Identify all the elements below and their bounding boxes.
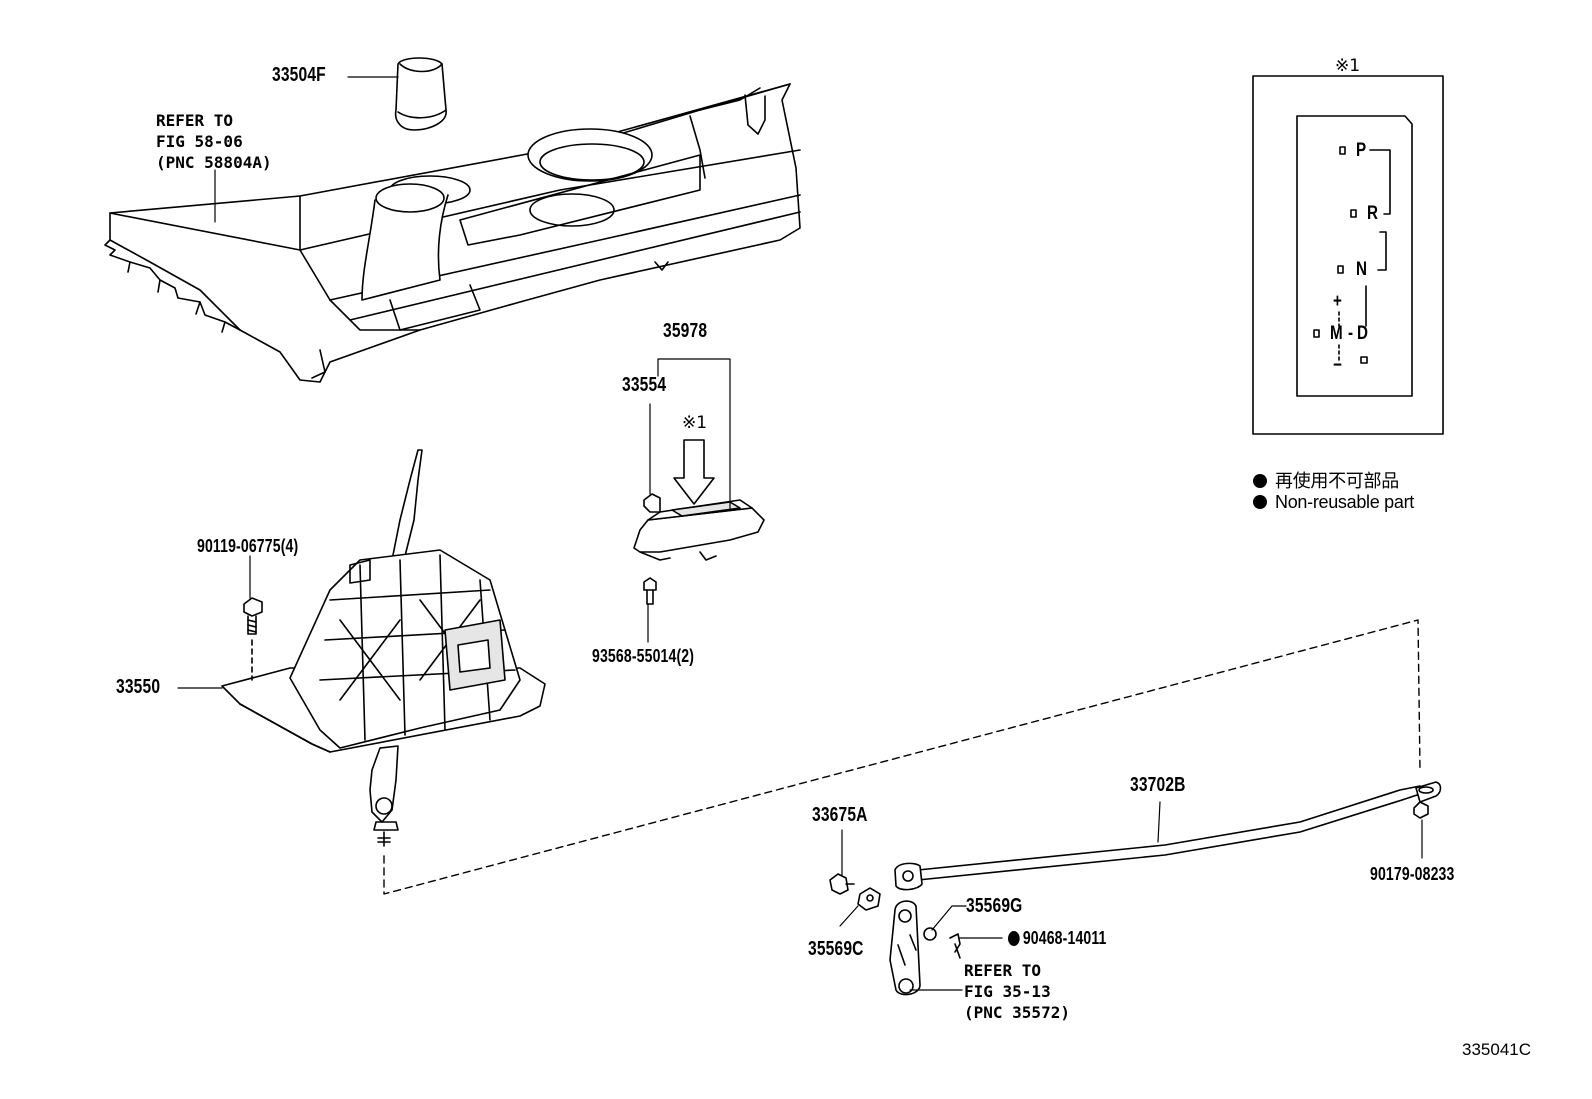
inset-reference-mark: ※1 [1335,56,1361,76]
shift-knob-drawing [394,57,447,131]
gate-n: N [1356,259,1367,280]
label-90468-14011[interactable]: 90468-14011 [1008,928,1107,949]
gate-minus: − [1333,355,1342,376]
control-lever-drawing [889,900,921,996]
gate-p: P [1356,140,1367,161]
gate-d: D [1357,323,1368,344]
gate-m: M [1330,323,1343,344]
gate-r: R [1367,203,1378,224]
non-reusable-dot-icon [1253,474,1267,488]
label-33550[interactable]: 33550 [116,676,161,698]
shift-lever-assembly-drawing [221,449,546,847]
refer-fig-58-06[interactable]: REFER TO FIG 58-06 (PNC 58804A) [156,111,272,172]
label-33675A[interactable]: 33675A [812,804,868,826]
label-33504F[interactable]: 33504F [272,64,326,86]
dashed-connection-line [383,619,1421,895]
legend-japanese-text: 再使用不可部品 [1275,471,1399,491]
center-console-drawing [104,83,801,383]
bolt-90119-drawing [243,597,263,681]
label-90179-08233[interactable]: 90179-08233 [1370,864,1455,884]
indicator-cover-drawing [633,439,765,605]
label-33702B[interactable]: 33702B [1130,774,1186,796]
label-90119-06775[interactable]: 90119-06775(4) [197,536,299,556]
legend-english: Non-reusable part [1253,492,1414,513]
small-parts-drawing [829,801,1429,959]
label-93568-55014[interactable]: 93568-55014(2) [592,646,695,666]
non-reusable-dot-icon [1008,931,1020,946]
non-reusable-dot-icon [1253,495,1267,509]
label-33554[interactable]: 33554 [622,374,667,396]
legend-japanese: 再使用不可部品 [1253,467,1399,493]
label-35569C[interactable]: 35569C [808,938,864,960]
gate-plus: + [1333,291,1342,312]
refer-fig-35-13[interactable]: REFER TO FIG 35-13 (PNC 35572) [964,961,1070,1022]
shift-gate-inset [1252,75,1444,435]
leader-lines [177,76,1423,991]
label-35978[interactable]: 35978 [663,320,708,342]
gate-dash: - [1348,323,1354,344]
legend-english-text: Non-reusable part [1275,492,1414,512]
figure-code: 335041C [1462,1040,1532,1059]
label-90468-14011-text: 90468-14011 [1022,928,1107,948]
shift-rod-drawing [894,781,1442,891]
reference-mark-1: ※1 [682,413,708,433]
label-35569G[interactable]: 35569G [966,895,1023,917]
